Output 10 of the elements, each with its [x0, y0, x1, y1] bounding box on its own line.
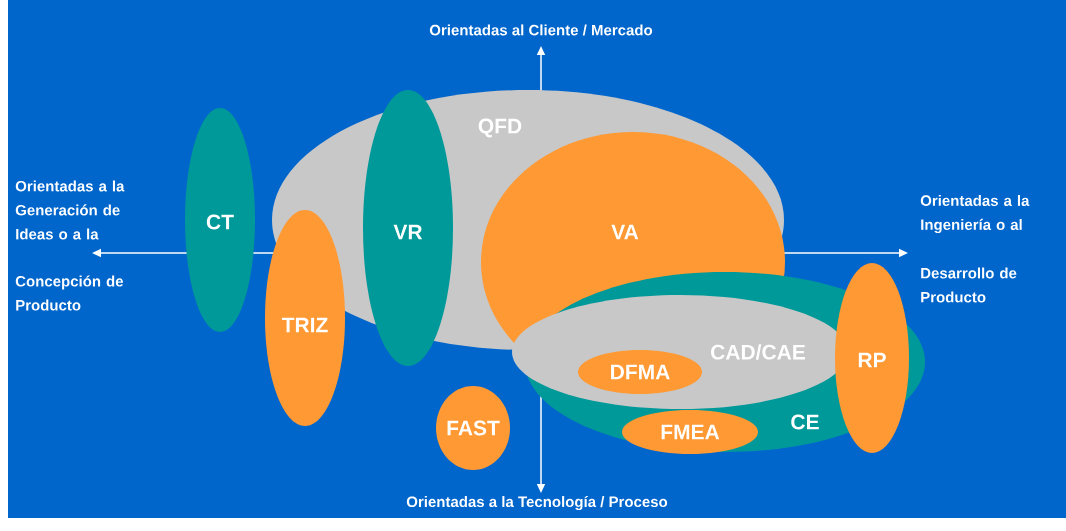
- oval-bubble: FAST: [436, 386, 510, 470]
- oval-bubble: VR: [363, 90, 453, 366]
- oval-bubble: TRIZ: [265, 210, 345, 426]
- axis-label: Concepción de Producto: [15, 275, 124, 311]
- axis-label: Orientadas al Cliente / Mercado: [429, 24, 653, 36]
- axis-label: Orientadas a la Tecnología / Proceso: [406, 495, 668, 511]
- axis-label: Orientadas a la Ingeniería o al: [920, 195, 1030, 234]
- oval-bubble: CT: [185, 108, 255, 332]
- axis-label: Orientadas a la Generación de Ideas o a la: [15, 180, 125, 240]
- oval-bubble: DFMA: [578, 350, 702, 394]
